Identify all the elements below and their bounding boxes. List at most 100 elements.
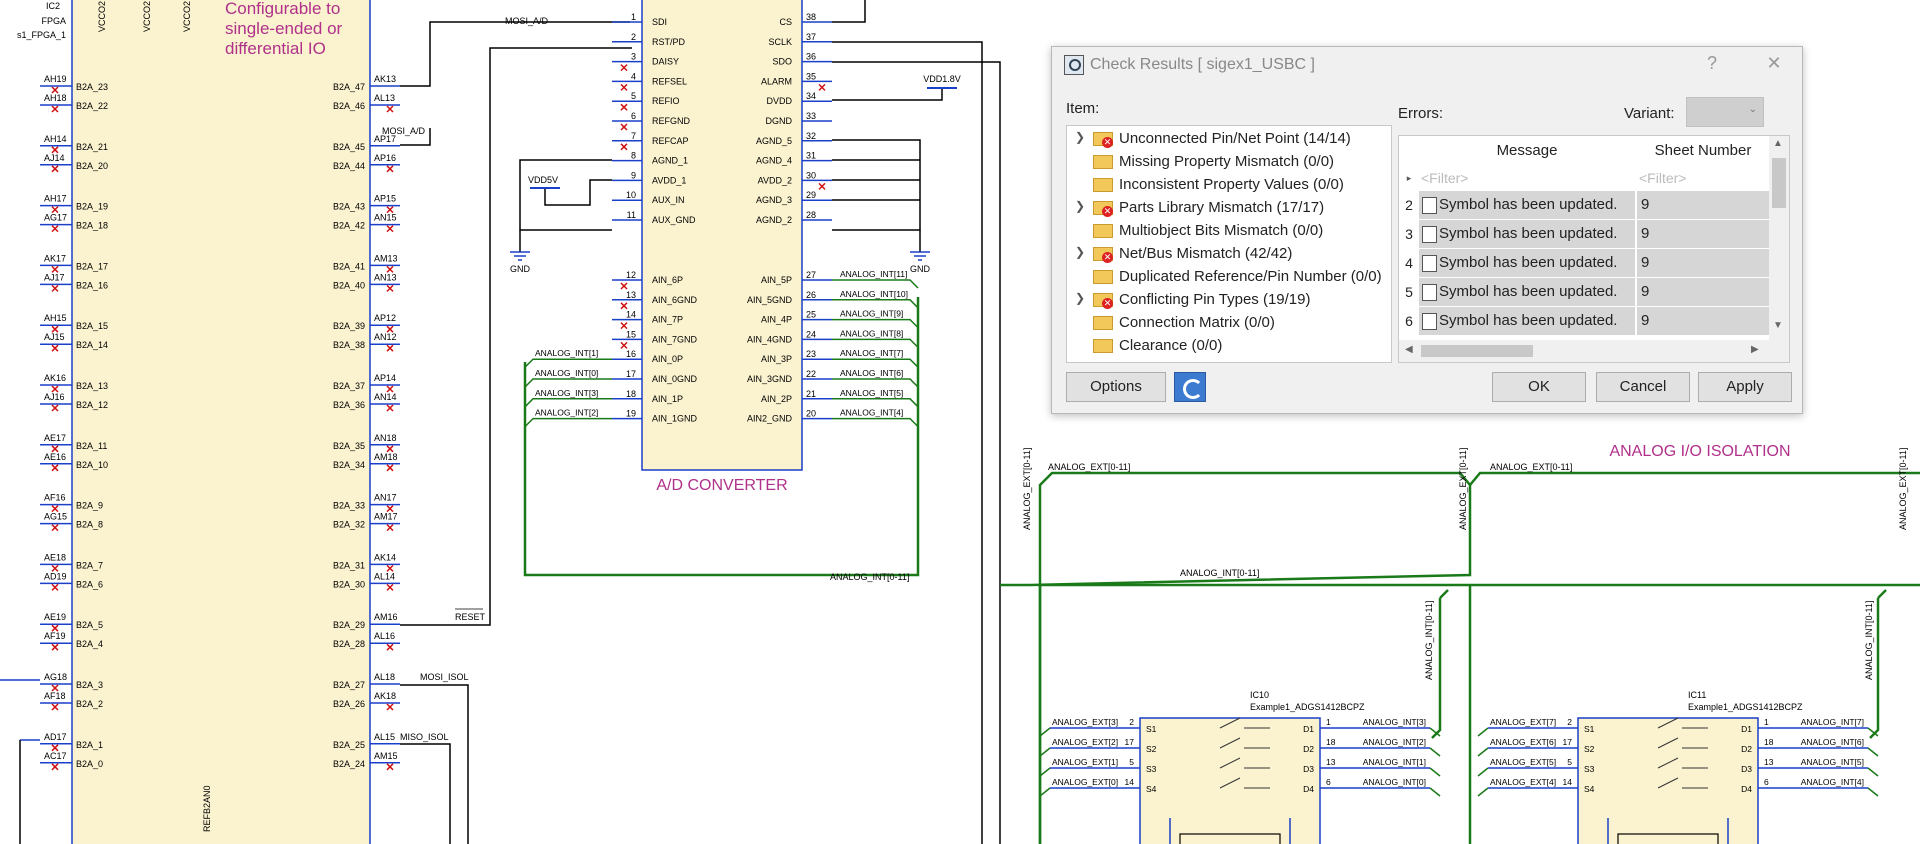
pin-number: 22 xyxy=(806,369,816,379)
pin-name: D2 xyxy=(1303,744,1314,754)
pin-name: B2A_23 xyxy=(76,82,108,92)
pin-number: AH15 xyxy=(44,313,67,323)
pin-number: 36 xyxy=(806,52,816,62)
sheet-number-cell[interactable]: 9 xyxy=(1637,220,1769,248)
net-label: MOSI_A/D xyxy=(382,126,426,136)
tree-item[interactable]: ❯✕Unconnected Pin/Net Point (14/14) xyxy=(1067,128,1387,150)
sheet-filter-input[interactable]: <Filter> xyxy=(1639,170,1687,186)
expand-arrow-icon[interactable]: ❯ xyxy=(1075,291,1086,305)
tree-item[interactable]: Clearance (0/0) xyxy=(1067,335,1387,357)
variant-select[interactable]: ⌄ xyxy=(1686,97,1764,127)
message-filter-input[interactable]: <Filter> xyxy=(1421,170,1469,186)
tree-item[interactable]: Multiobject Bits Mismatch (0/0) xyxy=(1067,220,1387,242)
row-number: 4 xyxy=(1405,255,1413,271)
switch-ic-body xyxy=(1577,717,1759,844)
expand-arrow-icon[interactable]: ❯ xyxy=(1075,130,1086,144)
vertical-scroll-thumb[interactable] xyxy=(1772,158,1786,208)
pin-number: 35 xyxy=(806,71,816,81)
tree-item-label: Net/Bus Mismatch (42/42) xyxy=(1119,245,1293,262)
tree-item[interactable]: Connection Matrix (0/0) xyxy=(1067,312,1387,334)
pin-name: S2 xyxy=(1584,744,1595,754)
table-row[interactable]: 5 Symbol has been updated.9 xyxy=(1399,278,1769,306)
cancel-button[interactable]: Cancel xyxy=(1596,372,1690,402)
pin-name: RST/PD xyxy=(652,37,686,47)
tree-item-label: Multiobject Bits Mismatch (0/0) xyxy=(1119,222,1324,239)
no-connect-marker xyxy=(51,763,59,771)
message-cell[interactable]: Symbol has been updated. xyxy=(1419,220,1635,248)
pin-number: 2 xyxy=(631,32,636,42)
item-tree[interactable]: ❯✕Unconnected Pin/Net Point (14/14)Missi… xyxy=(1066,125,1392,363)
column-header-sheet-number[interactable]: Sheet Number xyxy=(1637,136,1769,166)
switch-ic-body xyxy=(1139,717,1321,844)
refb-label: REFB2AN0 xyxy=(202,785,212,832)
pin-name: AIN_7GND xyxy=(652,334,698,344)
tree-item-label: Inconsistent Property Values (0/0) xyxy=(1119,176,1344,193)
pin-number: 1 xyxy=(631,12,636,22)
net-label: ANALOG_INT[7] xyxy=(1801,717,1864,727)
scroll-down-icon[interactable]: ▼ xyxy=(1773,320,1783,331)
tree-item[interactable]: ❯✕Parts Library Mismatch (17/17) xyxy=(1067,197,1387,219)
pin-name: B2A_38 xyxy=(333,340,365,350)
avdd-wire xyxy=(544,179,612,206)
pin-number: 14 xyxy=(626,310,636,320)
ok-button[interactable]: OK xyxy=(1492,372,1586,402)
pin-number: 7 xyxy=(631,131,636,141)
sheet-number-cell[interactable]: 9 xyxy=(1637,278,1769,306)
fpga-ref: IC2 xyxy=(46,1,60,11)
message-cell[interactable]: Symbol has been updated. xyxy=(1419,191,1635,219)
horizontal-scroll-thumb[interactable] xyxy=(1421,345,1533,357)
dialog-titlebar[interactable]: Check Results [ sigex1_USBC ] ? ✕ xyxy=(1052,47,1802,83)
pin-name: B2A_41 xyxy=(333,261,365,271)
expand-arrow-icon[interactable]: ❯ xyxy=(1075,245,1086,259)
expand-arrow-icon[interactable]: ❯ xyxy=(1075,199,1086,213)
message-cell[interactable]: Symbol has been updated. xyxy=(1419,249,1635,277)
bus-label: ANALOG_INT[0-11] xyxy=(1424,601,1434,680)
bus-label: ANALOG_INT[0-11] xyxy=(830,572,909,582)
net-label: ANALOG_EXT[4] xyxy=(1490,777,1556,787)
tree-item[interactable]: Missing Property Mismatch (0/0) xyxy=(1067,151,1387,173)
sheet-number-cell[interactable]: 9 xyxy=(1637,191,1769,219)
close-button[interactable]: ✕ xyxy=(1766,53,1782,73)
tree-item[interactable]: Inconsistent Property Values (0/0) xyxy=(1067,174,1387,196)
no-connect-marker xyxy=(51,265,59,273)
pin-name: S4 xyxy=(1146,784,1157,794)
pin-name: AIN_0P xyxy=(652,354,683,364)
row-number: 5 xyxy=(1405,284,1413,300)
no-connect-marker xyxy=(386,344,394,352)
tree-item[interactable]: ❯✕Conflicting Pin Types (19/19) xyxy=(1067,289,1387,311)
pin-number: AC17 xyxy=(44,751,67,761)
pin-name: S1 xyxy=(1584,724,1595,734)
tree-item[interactable]: ❯✕Net/Bus Mismatch (42/42) xyxy=(1067,243,1387,265)
options-button[interactable]: Options xyxy=(1066,372,1166,402)
help-button[interactable]: ? xyxy=(1706,53,1717,73)
tree-item[interactable]: Duplicated Reference/Pin Number (0/0) xyxy=(1067,266,1387,288)
filter-row-indicator-icon: ▸ xyxy=(1406,173,1412,183)
sheet-number-cell[interactable]: 9 xyxy=(1637,249,1769,277)
scroll-right-icon[interactable]: ▶ xyxy=(1751,344,1759,355)
column-header-message[interactable]: Message xyxy=(1419,136,1635,166)
apply-button[interactable]: Apply xyxy=(1698,372,1792,402)
no-connect-marker xyxy=(620,123,628,131)
vcc-label: VCCO2 xyxy=(182,1,192,32)
bus-entry xyxy=(1429,787,1441,797)
net-mosi-ad xyxy=(400,21,630,87)
errors-grid[interactable]: Message Sheet Number ▸ <Filter> <Filter>… xyxy=(1398,135,1790,363)
pin-name: D4 xyxy=(1303,784,1314,794)
grid-horizontal-scrollbar[interactable]: ◀ ▶ xyxy=(1399,340,1771,362)
pin-name: B2A_24 xyxy=(333,759,365,769)
message-cell[interactable]: Symbol has been updated. xyxy=(1419,307,1635,335)
sheet-number-cell[interactable]: 9 xyxy=(1637,307,1769,335)
pin-name: B2A_42 xyxy=(333,221,365,231)
pin-name: AIN_0GND xyxy=(652,374,698,384)
grid-vertical-scrollbar[interactable]: ▲ ▼ xyxy=(1769,136,1789,362)
table-row[interactable]: 4 Symbol has been updated.9 xyxy=(1399,249,1769,277)
cross-probe-icon[interactable] xyxy=(1174,372,1206,402)
scroll-up-icon[interactable]: ▲ xyxy=(1773,138,1783,149)
scroll-left-icon[interactable]: ◀ xyxy=(1405,344,1413,355)
message-cell[interactable]: Symbol has been updated. xyxy=(1419,278,1635,306)
no-connect-marker xyxy=(620,143,628,151)
